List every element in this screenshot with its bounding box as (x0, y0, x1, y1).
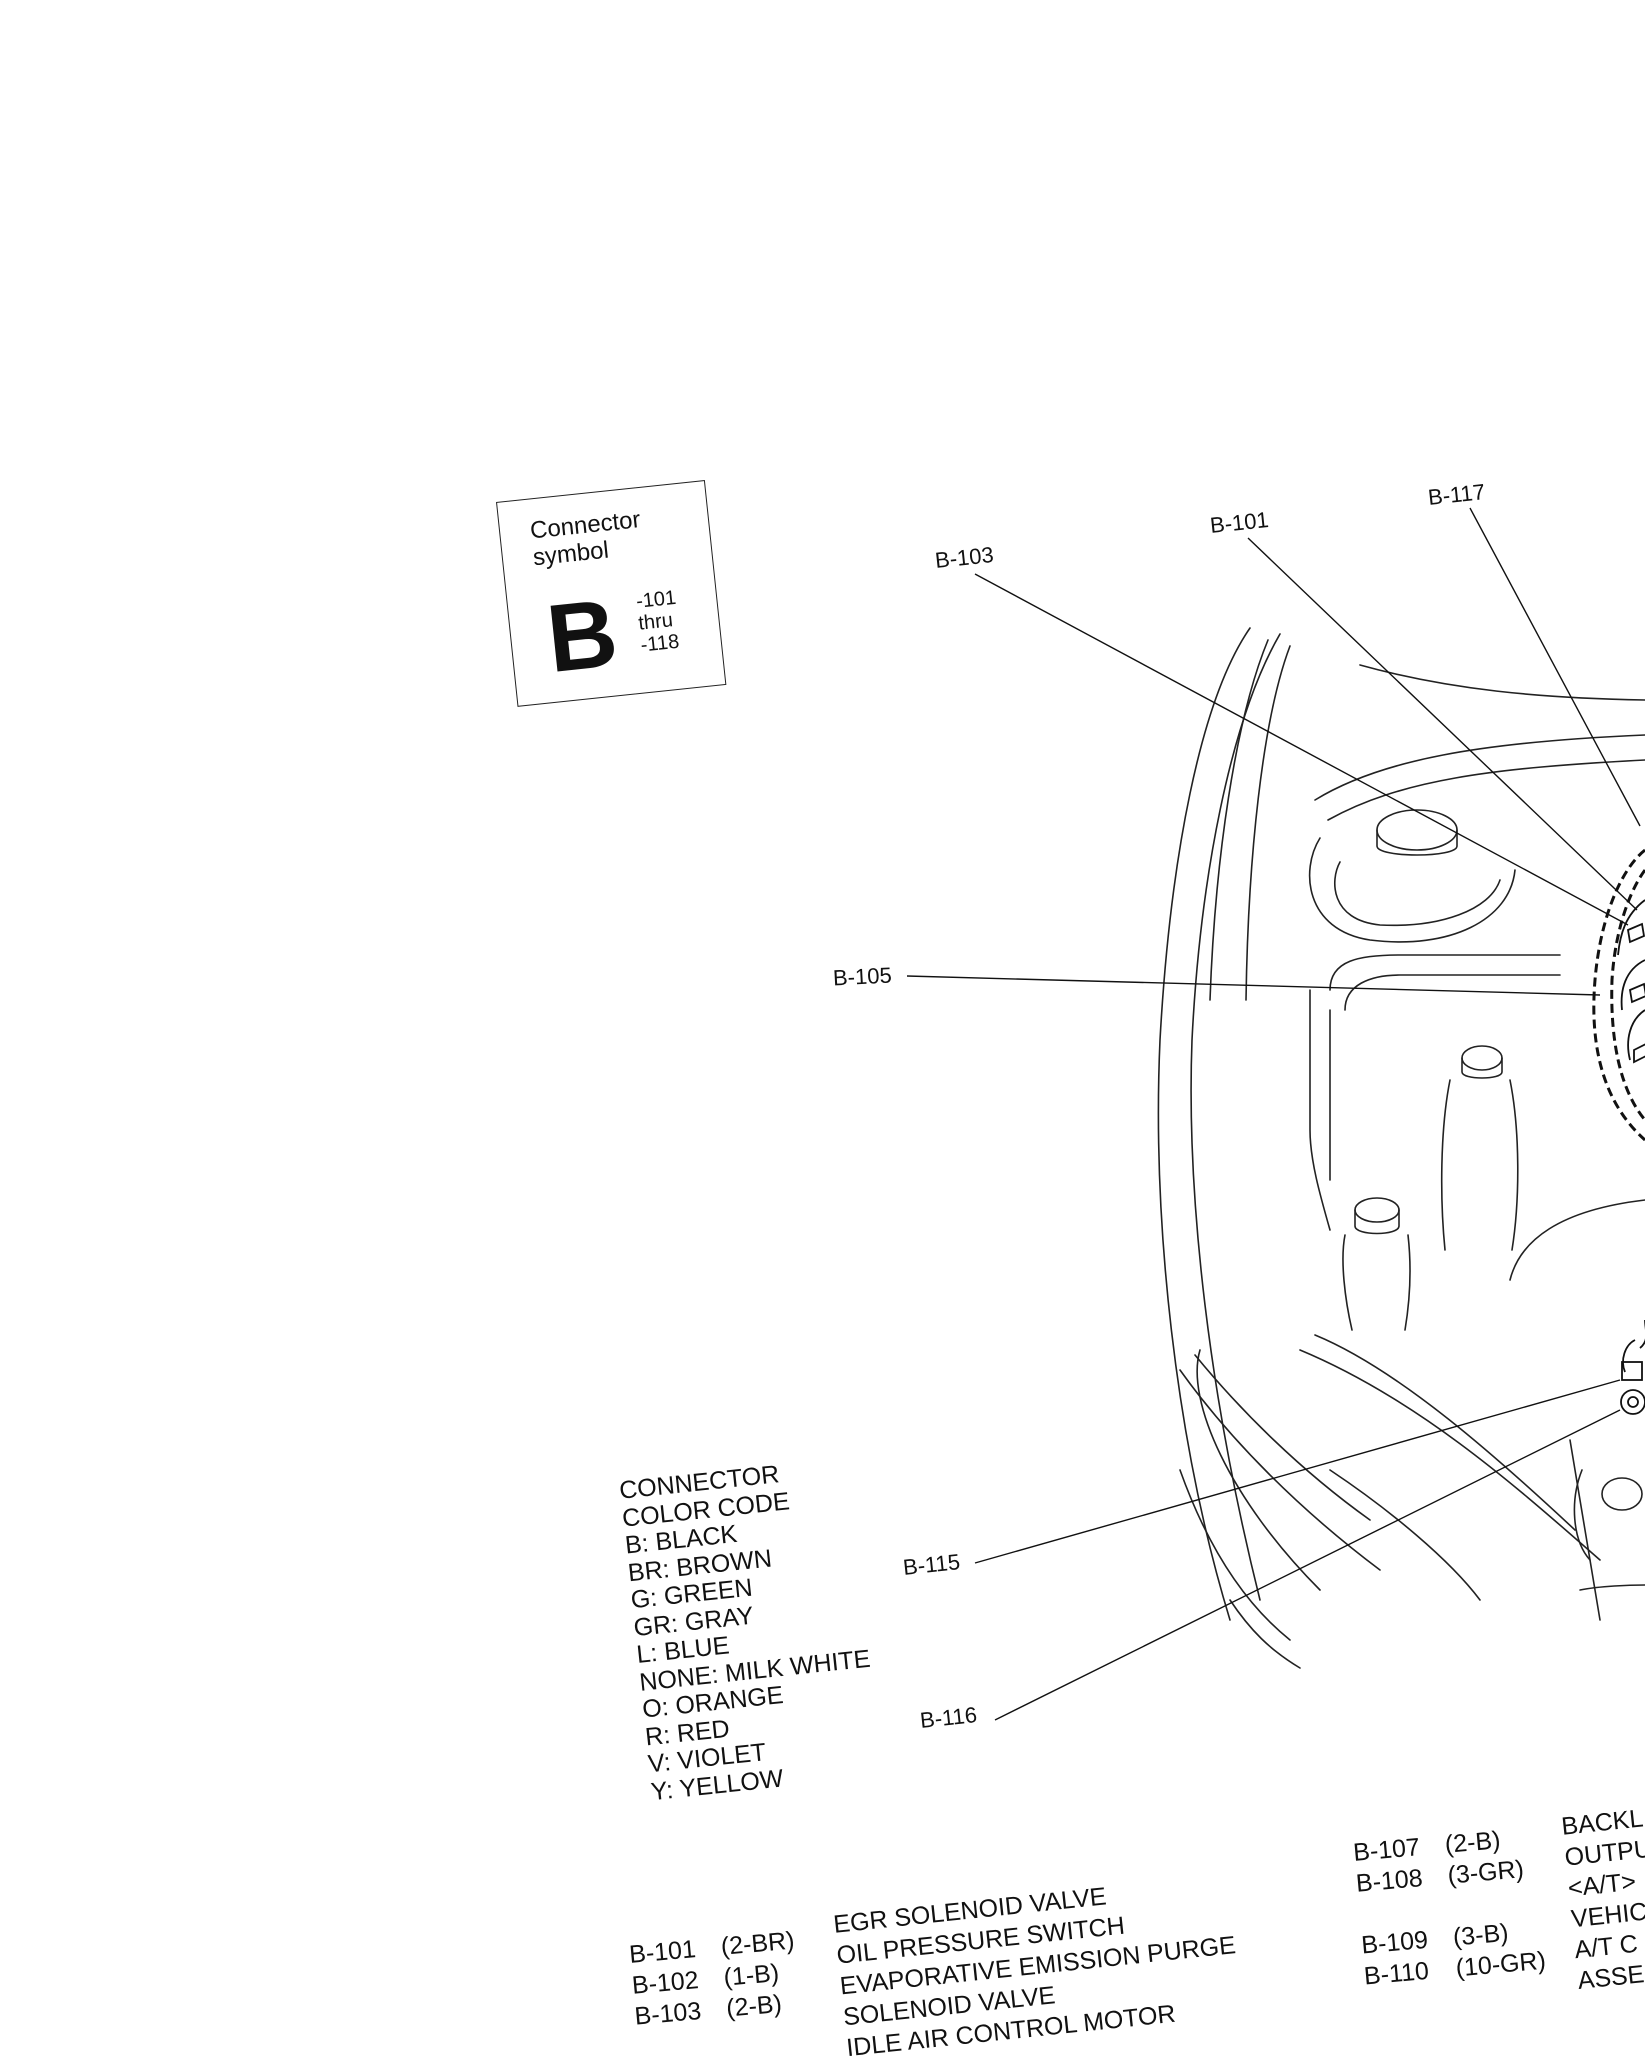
connector-list-left: B-101(2-BR) B-102(1-B) B-103(2-B) (628, 1926, 801, 2033)
range-end: -118 (639, 630, 681, 657)
color-code-legend: CONNECTOR COLOR CODE B: BLACK BR: BROWN … (618, 1447, 951, 1807)
connector-color: (2-BR) (719, 1926, 796, 1961)
connector-color: (2-B) (725, 1989, 783, 2023)
callout-b105: B-105 (832, 962, 893, 991)
connector-color: (2-B) (1443, 1826, 1502, 1859)
connector-symbol-box: Connector symbol B -101 thru -118 (496, 480, 727, 707)
connector-color: (3-GR) (1446, 1855, 1525, 1890)
connector-symbol-range: -101 thru -118 (635, 587, 682, 657)
connector-symbol-letter: B (542, 579, 623, 694)
connector-symbol-title: Connector symbol (528, 506, 642, 572)
page-edge (1645, 0, 1648, 2050)
connector-color: (3-B) (1451, 1918, 1510, 1952)
connector-list-right: B-107(2-B) B-108(3-GR) B-109(3-B) B-110(… (1352, 1822, 1547, 1992)
connector-code (1359, 1915, 1451, 1923)
connector-color: (1-B) (722, 1959, 781, 1992)
